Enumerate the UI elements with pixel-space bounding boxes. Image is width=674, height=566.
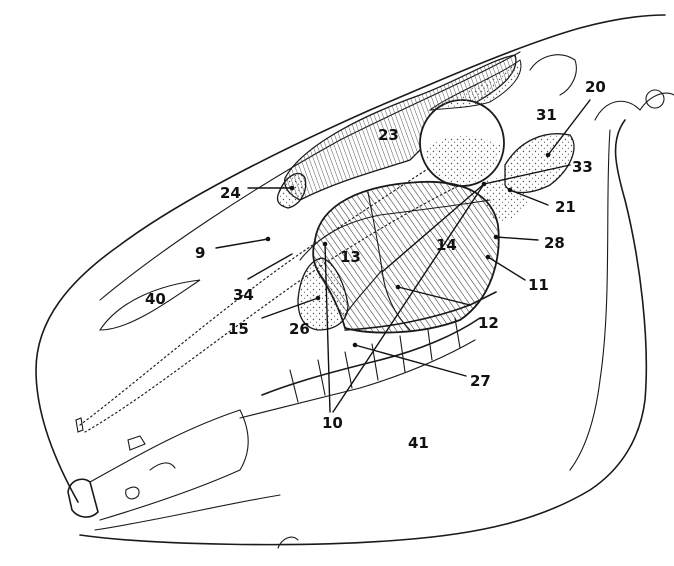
jaw-front [90,410,248,520]
dot-15 [316,296,321,301]
leader-9 [216,239,268,248]
label-31: 31 [536,106,557,124]
dot-27 [353,343,358,348]
ear-outline [595,93,674,120]
label-41: 41 [408,434,429,452]
dot-24 [290,186,295,191]
leader-34 [248,254,292,279]
label-12: 12 [478,314,499,332]
dot-9 [266,237,271,242]
dot-28 [494,235,499,240]
dot-20 [546,153,551,158]
label-13: 13 [340,248,361,266]
dot-12 [396,285,401,290]
label-9: 9 [195,244,205,262]
label-40: 40 [145,290,166,308]
dot-21 [508,188,513,193]
leader-28 [496,237,538,240]
label-20: 20 [585,78,606,96]
label-28: 28 [544,234,565,252]
label-11: 11 [528,276,549,294]
label-23: 23 [378,126,399,144]
jaw-posterior-border [570,130,610,470]
poll-outline [530,55,576,95]
ear-opening-circle [646,90,664,108]
label-27: 27 [470,372,491,390]
mental-foramen [128,436,145,450]
label-21: 21 [555,198,576,216]
canine-tooth [126,487,139,499]
label-10: 10 [322,414,343,432]
label-15: 15 [228,320,249,338]
region-24 [277,173,305,208]
dot-10a [323,242,328,247]
incisor-block [68,479,98,517]
label-24: 24 [220,184,241,202]
label-26: 26 [289,320,310,338]
leader-27 [355,345,466,376]
chin-curve [278,537,298,548]
label-34: 34 [233,286,254,304]
label-33: 33 [572,158,593,176]
dot-11 [486,255,491,260]
label-14: 14 [436,236,457,254]
teeth-lower-line [240,340,475,418]
jaw-fold [150,463,175,470]
